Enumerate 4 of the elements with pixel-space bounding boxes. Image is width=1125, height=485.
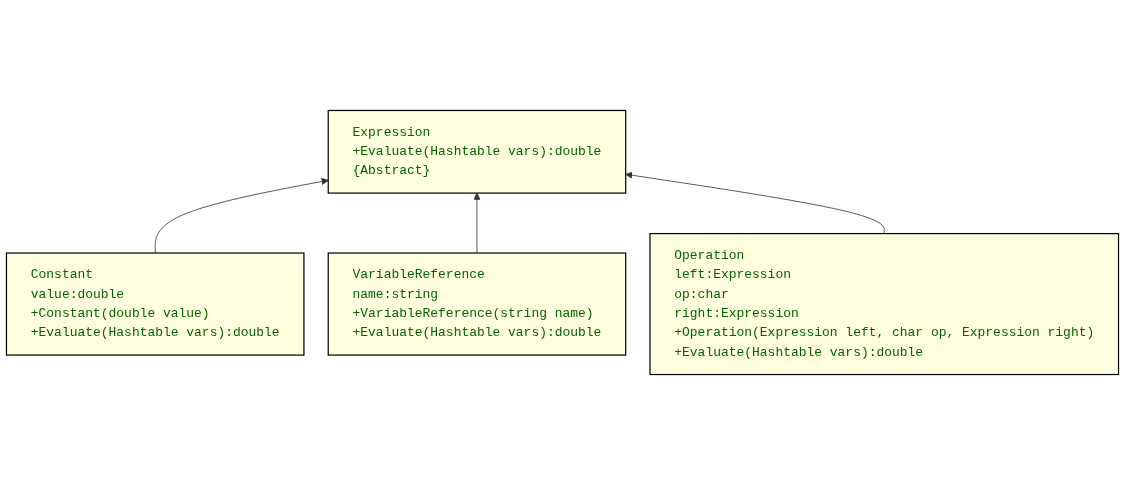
node-box: VariableReference name:string +VariableReference(string name) +Evaluate(Hashtable vars):double	[327, 252, 627, 356]
node-box: Expression +Evaluate(Hashtable vars):double {Abstract}	[327, 109, 627, 194]
node-box: Constant value:double +Constant(double value) +Evaluate(Hashtable vars):double	[5, 252, 305, 356]
node-box: Operation left:Expression op:char right:Expression +Operation(Expression left, char op, Expression right) +Evaluate(Hashtable vars):double	[649, 233, 1120, 376]
